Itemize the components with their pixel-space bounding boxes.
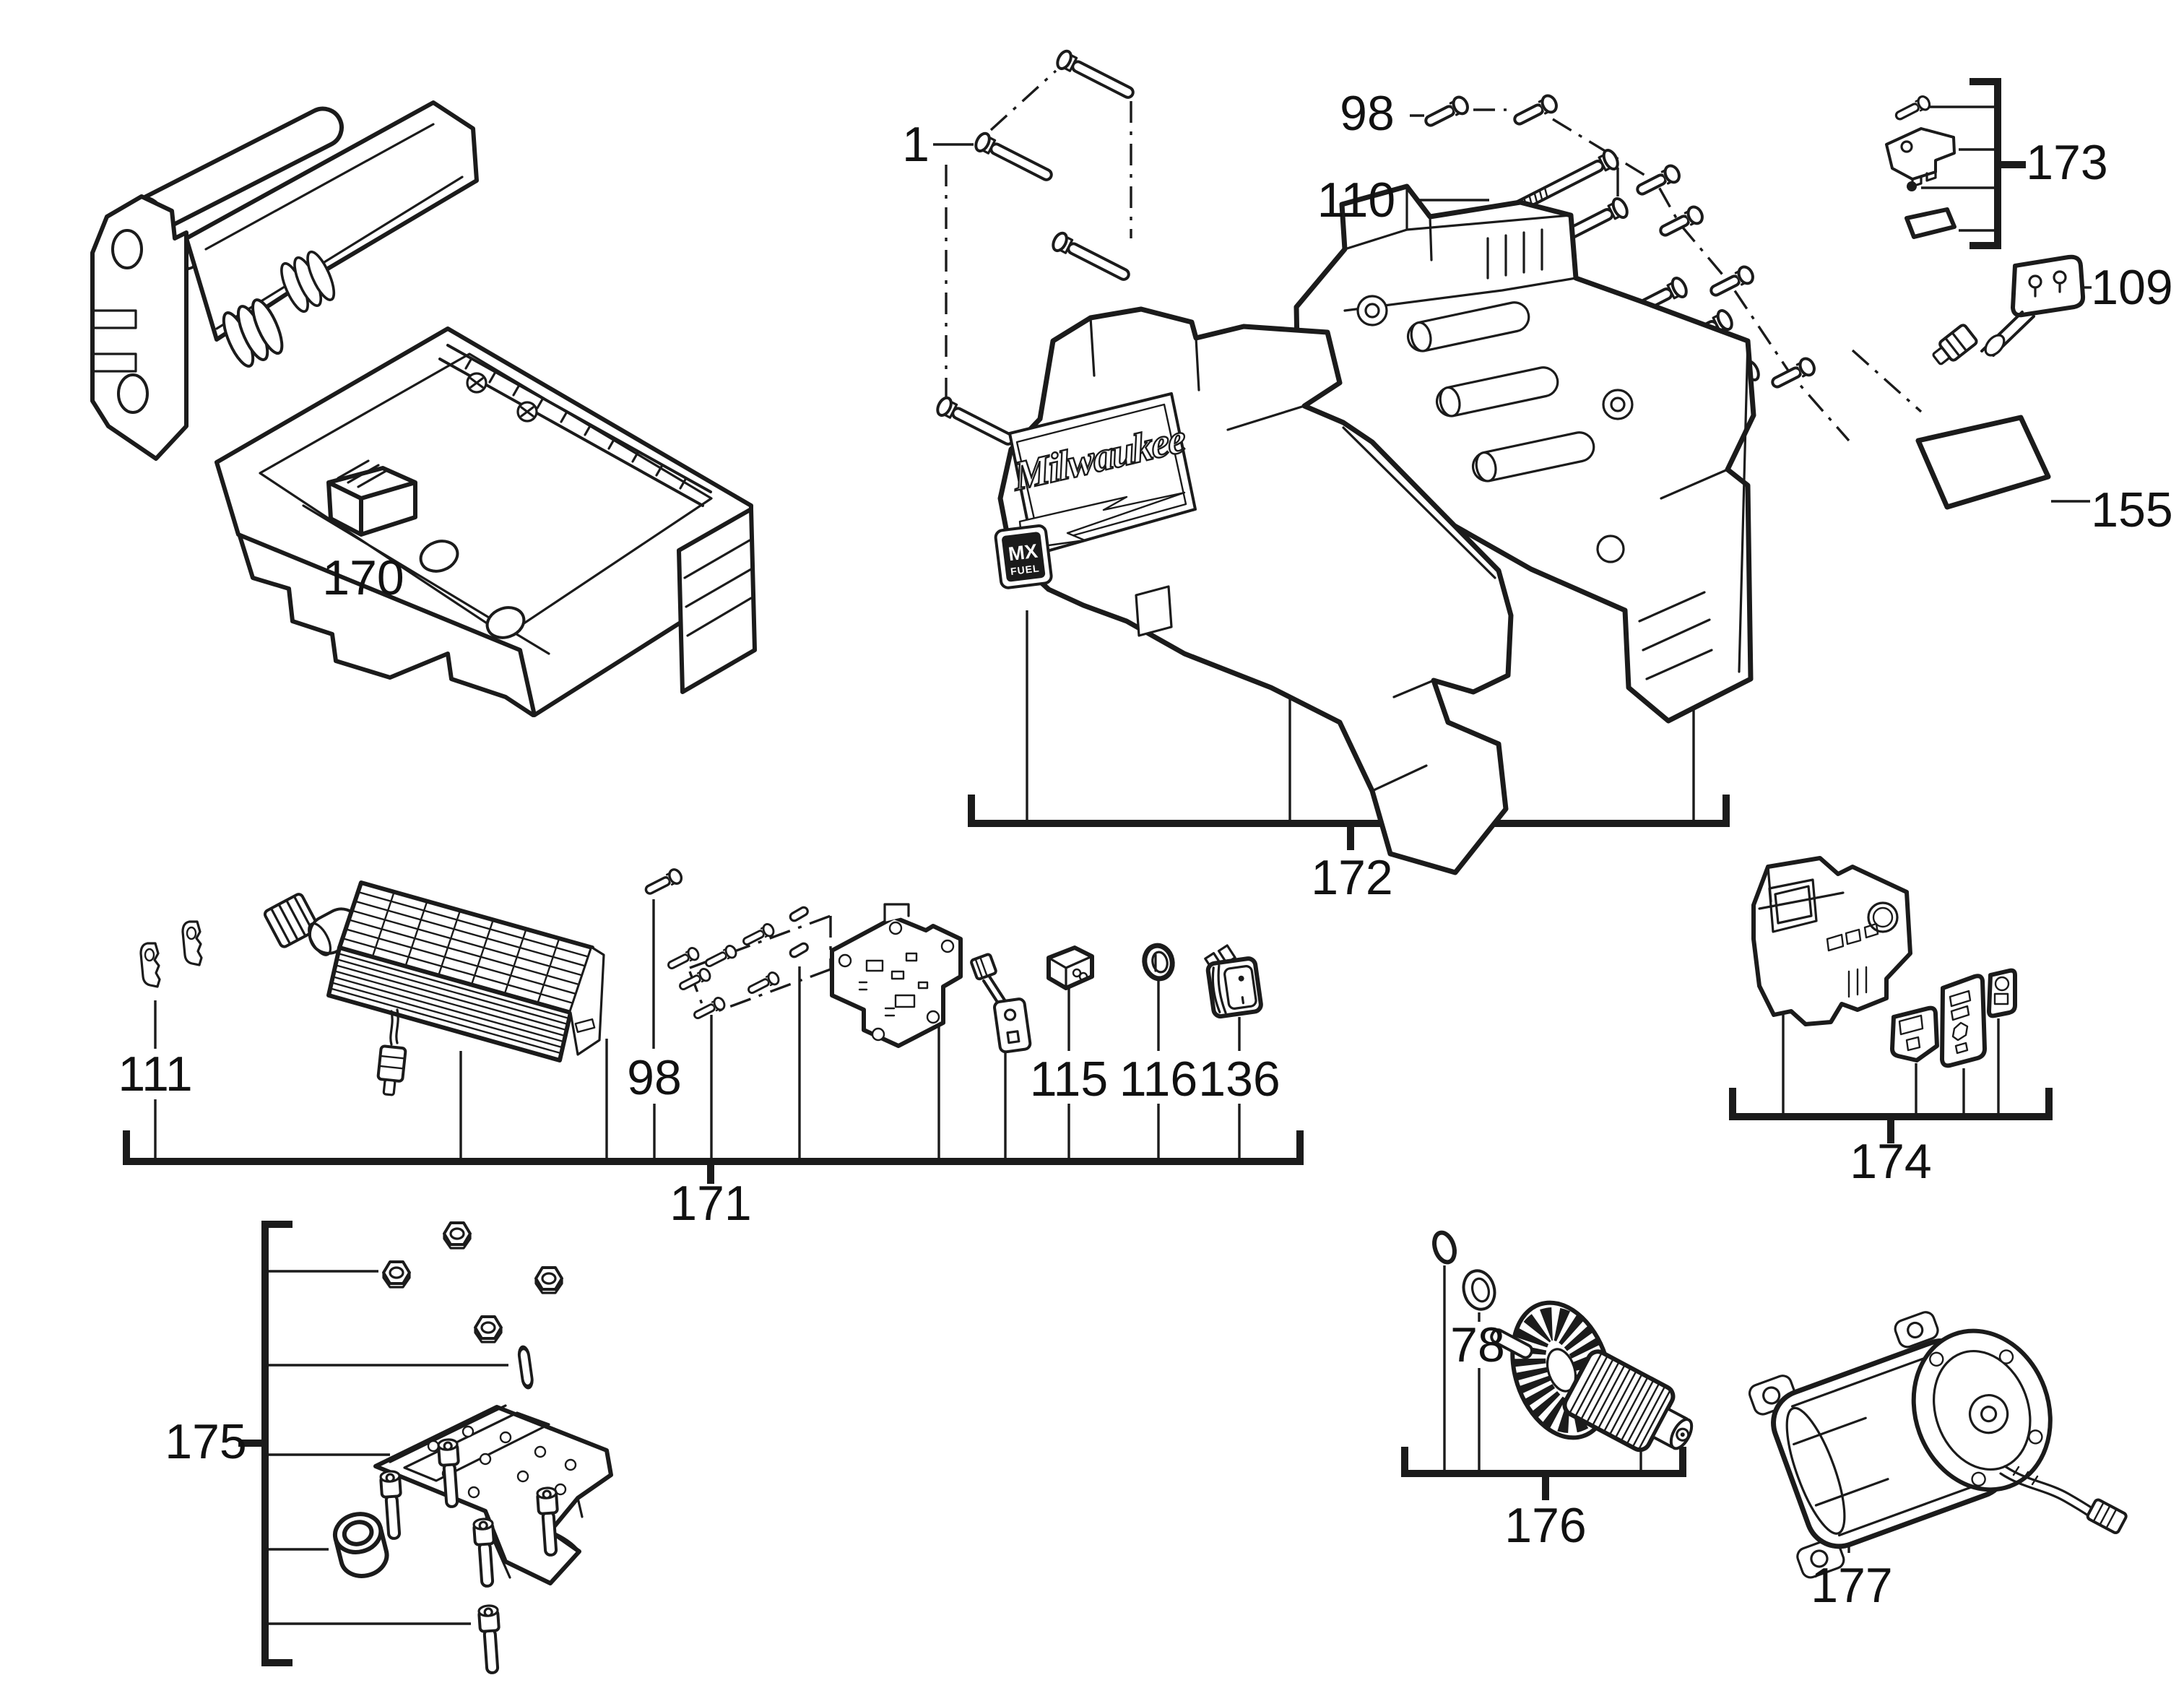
housing-left-half: Milwaukee MX FUEL bbox=[994, 306, 1514, 875]
lever-sensor bbox=[970, 953, 1032, 1054]
membrane-label-3 bbox=[1987, 968, 2017, 1018]
part-177-motor bbox=[1748, 1311, 2128, 1579]
kit-171-group bbox=[123, 866, 1304, 1184]
callout-base-chassis-assembly: 170 bbox=[322, 550, 404, 605]
callout-control-panel-kit: 174 bbox=[1850, 1134, 1931, 1189]
svg-text:FUEL: FUEL bbox=[1010, 562, 1040, 577]
callout-motor-field-assembly: 177 bbox=[1811, 1558, 1892, 1613]
motor-pigtail bbox=[1999, 1465, 2128, 1535]
callout-electronics-kit: 171 bbox=[670, 1176, 751, 1231]
screws-98-top-group bbox=[1410, 92, 1923, 442]
callout-short-screws-top: 98 bbox=[1340, 86, 1395, 141]
part-170-chassis bbox=[90, 100, 757, 717]
callout-rocker-switch: 136 bbox=[1198, 1052, 1280, 1107]
cover-plate-173 bbox=[1885, 127, 1956, 188]
armature bbox=[1490, 1300, 1694, 1453]
bolts-110-group bbox=[1407, 146, 1763, 435]
bracket-172 bbox=[968, 610, 1730, 850]
plug-dot-173 bbox=[1907, 181, 1917, 191]
svg-text:MX: MX bbox=[1007, 540, 1039, 566]
housing-right-half bbox=[1294, 183, 1756, 724]
seal-78 bbox=[1462, 1269, 1496, 1311]
membrane-label-2 bbox=[1940, 974, 1987, 1068]
mounting-plate bbox=[373, 1404, 613, 1585]
control-panel-housing bbox=[1751, 856, 1912, 1026]
callout-upper-housing-screws: 1 bbox=[902, 117, 930, 172]
heatsink-assembly bbox=[263, 873, 631, 1096]
callout-long-housing-bolts: 110 bbox=[1317, 173, 1395, 228]
kit-174-group bbox=[1729, 856, 2053, 1143]
bushing bbox=[332, 1512, 389, 1578]
kit-175-group bbox=[238, 1221, 613, 1675]
grommet-116 bbox=[1142, 943, 1175, 982]
screw-cluster bbox=[664, 914, 832, 1023]
callout-label-sticker: 155 bbox=[2091, 482, 2172, 537]
pins-pair bbox=[787, 904, 810, 960]
callout-micro-switch: 115 bbox=[1030, 1052, 1108, 1107]
pcb-board bbox=[830, 903, 963, 1048]
mx-fuel-badge: MX FUEL bbox=[994, 524, 1053, 589]
clips-111 bbox=[139, 920, 203, 988]
part-155-sticker bbox=[1915, 415, 2090, 510]
screws-1-group bbox=[933, 47, 1138, 488]
screw-173 bbox=[1892, 93, 1933, 125]
callout-housing-halves-kit: 172 bbox=[1311, 850, 1392, 905]
gasket-173 bbox=[1904, 207, 1956, 239]
kit-173-group bbox=[1885, 78, 2026, 249]
part-109-sensor bbox=[1932, 254, 2092, 365]
switch-136 bbox=[1204, 944, 1263, 1019]
switch-115 bbox=[1046, 945, 1094, 990]
o-ring bbox=[1432, 1230, 1457, 1265]
screw-98b bbox=[641, 866, 685, 899]
callout-short-screws-electronics: 98 bbox=[627, 1050, 682, 1105]
callout-mounting-plate-kit: 175 bbox=[165, 1414, 246, 1469]
callout-bearing-seal: 78 bbox=[1450, 1317, 1505, 1372]
membrane-label-1 bbox=[1890, 1005, 1939, 1062]
callout-cover-plate-kit: 173 bbox=[2026, 135, 2107, 190]
callout-sensor-assembly: 109 bbox=[2091, 260, 2172, 315]
kit-176-group bbox=[1401, 1230, 1694, 1500]
callout-retaining-clips: 111 bbox=[118, 1047, 192, 1101]
callout-grommet: 116 bbox=[1119, 1052, 1197, 1107]
callout-armature-kit: 176 bbox=[1504, 1498, 1586, 1553]
